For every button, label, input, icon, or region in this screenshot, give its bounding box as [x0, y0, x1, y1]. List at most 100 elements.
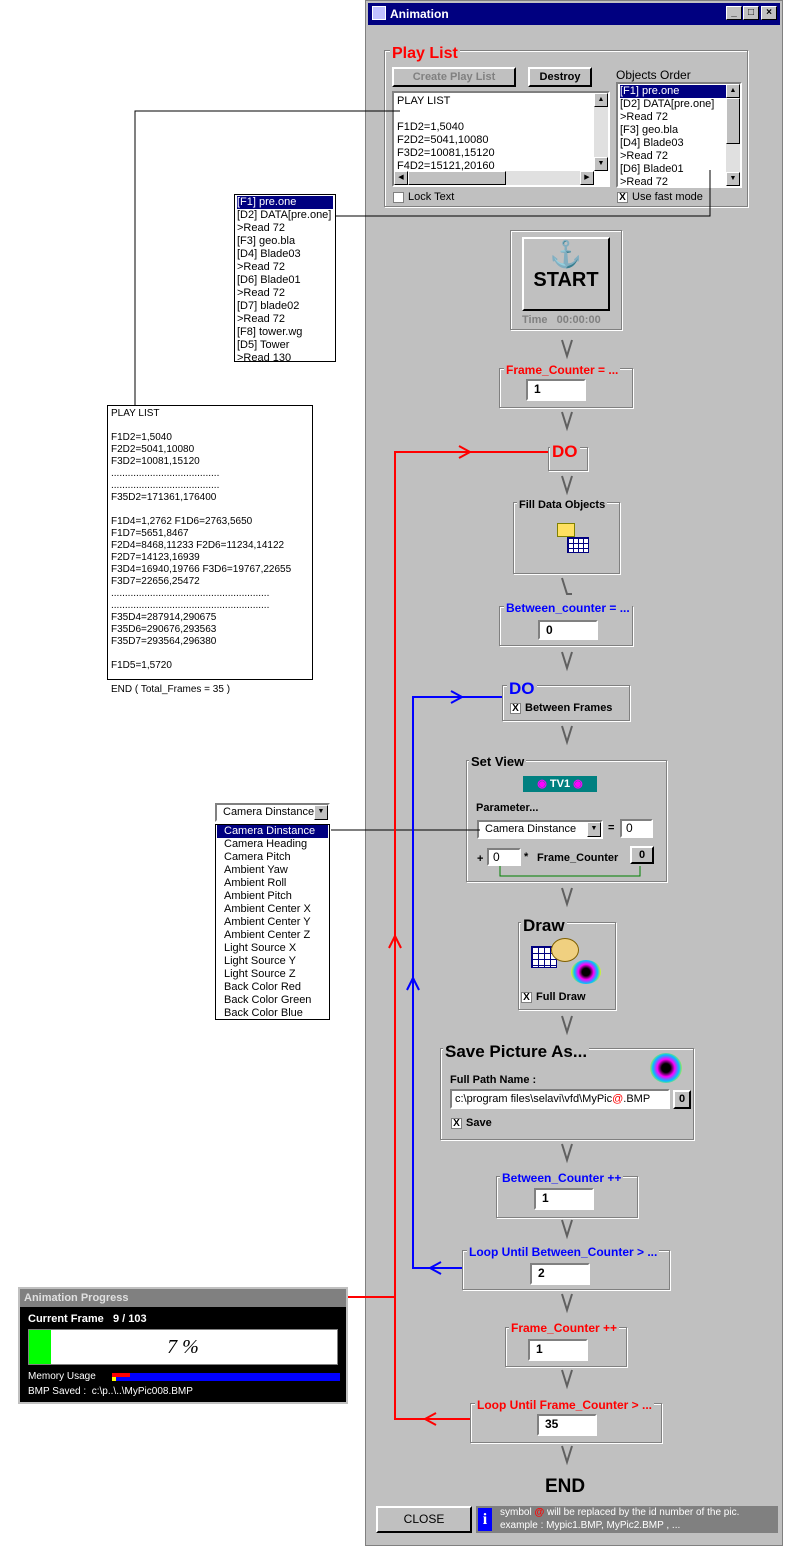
multiplier-input[interactable]: 0 [487, 848, 521, 866]
popup-object-item[interactable]: [D2] DATA[pre.one] [237, 209, 332, 221]
chevron-down-icon[interactable]: ▼ [587, 822, 601, 837]
full-path-label: Full Path Name : [450, 1074, 537, 1086]
minimize-button[interactable]: _ [726, 6, 742, 20]
popup-object-item[interactable]: >Read 72 [237, 287, 286, 299]
object-item[interactable]: >Read 72 [620, 176, 669, 188]
playlist-vscroll[interactable] [594, 93, 608, 171]
popup-object-item[interactable]: [F3] geo.bla [237, 235, 296, 247]
object-item[interactable]: [F3] geo.bla [620, 124, 679, 136]
param-option-item[interactable]: Back Color Blue [224, 1007, 303, 1019]
info-suffix: will be replaced by the id number of the… [547, 1507, 740, 1518]
popup-object-item[interactable]: >Read 72 [237, 261, 286, 273]
create-playlist-button[interactable]: Create Play List [392, 67, 516, 87]
checkbox-checked[interactable]: X [617, 191, 628, 203]
close-button[interactable]: CLOSE [376, 1506, 472, 1533]
param-dropdown-select[interactable]: Camera Dinstance▼ [215, 803, 330, 822]
param-option-item[interactable]: Camera Pitch [224, 851, 291, 863]
scroll-up-icon[interactable]: ▲ [594, 93, 608, 107]
maximize-button[interactable]: □ [743, 6, 759, 20]
param-option-item[interactable]: Light Source X [224, 942, 297, 954]
info-line-2: example : Mypic1.BMP, MyPic2.BMP , ... [500, 1520, 681, 1531]
memory-usage-marker [112, 1377, 116, 1381]
objects-order-label: Objects Order [616, 68, 691, 82]
scroll-down-icon[interactable]: ▼ [594, 157, 608, 171]
object-item[interactable]: [D2] DATA[pre.one] [620, 98, 715, 110]
scroll-left-icon[interactable]: ◀ [394, 171, 408, 185]
fill-data-label: Fill Data Objects [517, 499, 608, 511]
param-option-item[interactable]: Back Color Green [224, 994, 312, 1006]
between-counter-init-input[interactable]: 0 [538, 620, 598, 640]
param-option-item[interactable]: Back Color Red [224, 981, 302, 993]
vscroll-thumb[interactable] [726, 98, 740, 144]
path-suffix: .BMP [623, 1093, 651, 1105]
lock-text-checkbox[interactable]: Lock Text [393, 191, 454, 203]
info-line-1: symbol @ will be replaced by the id numb… [500, 1507, 739, 1518]
popup-object-item[interactable]: [D7] blade02 [237, 300, 300, 312]
param-option-item[interactable]: Camera Dinstance [217, 825, 328, 838]
popup-object-item[interactable]: >Read 72 [237, 222, 286, 234]
param-option-item[interactable]: Ambient Center Y [224, 916, 311, 928]
checkbox-checked[interactable]: X [510, 702, 521, 714]
frame-counter-ref-button[interactable]: 0 [630, 846, 654, 864]
start-button[interactable]: ⚓ START [522, 237, 610, 311]
playlist-textarea[interactable]: PLAY LIST F1D2=1,5040 F2D2=5041,10080 F3… [392, 91, 610, 187]
chevron-down-icon[interactable]: ▼ [314, 805, 328, 820]
bmp-saved-display: BMP Saved : c:\p..\..\MyPic008.BMP [28, 1386, 193, 1397]
frame-inc-input[interactable]: 1 [528, 1339, 588, 1361]
parameter-value-input[interactable]: 0 [620, 819, 653, 838]
param-option-item[interactable]: Ambient Center X [224, 903, 311, 915]
object-item[interactable]: >Read 72 [620, 150, 669, 162]
object-item[interactable]: >Read 72 [620, 111, 669, 123]
popup-object-item[interactable]: [D5] Tower [237, 339, 290, 351]
plus-sign: + [477, 853, 484, 865]
checkbox-checked[interactable]: X [451, 1117, 462, 1129]
lock-text-label: Lock Text [408, 191, 455, 203]
popup-object-item-selected[interactable]: [F1] pre.one [237, 196, 333, 209]
checkbox-box[interactable] [393, 191, 404, 203]
param-option-item[interactable]: Light Source Y [224, 955, 296, 967]
full-path-input[interactable]: c:\program files\selavi\vfd\MyPic@.BMP [450, 1089, 670, 1109]
loop-frame-label: Loop Until Frame_Counter > ... [475, 1398, 655, 1412]
popup-object-item[interactable]: >Read 130 [237, 352, 292, 364]
param-option-item[interactable]: Ambient Pitch [224, 890, 292, 902]
object-item-selected[interactable]: [F1] pre.one [620, 85, 738, 98]
title-bar: Animation _ □ × [368, 3, 780, 25]
memory-usage-bar [112, 1373, 340, 1381]
loop-frame-input[interactable]: 35 [537, 1414, 597, 1436]
draw-button[interactable] [531, 938, 605, 986]
loop-between-input[interactable]: 2 [530, 1263, 590, 1285]
path-browse-button[interactable]: 0 [673, 1090, 691, 1109]
popup-object-item[interactable]: [D4] Blade03 [237, 248, 301, 260]
objects-order-list[interactable]: [F1] pre.one [D2] DATA[pre.one] >Read 72… [616, 82, 742, 188]
destroy-button[interactable]: Destroy [528, 67, 592, 87]
start-label: START [533, 269, 599, 291]
param-option-item[interactable]: Light Source Z [224, 968, 296, 980]
scroll-right-icon[interactable]: ▶ [580, 171, 594, 185]
between-inc-input[interactable]: 1 [534, 1188, 594, 1210]
info-panel: i symbol @ will be replaced by the id nu… [476, 1506, 778, 1533]
param-option-item[interactable]: Ambient Center Z [224, 929, 311, 941]
frame-counter-init-input[interactable]: 1 [526, 379, 586, 401]
popup-object-item[interactable]: [F8] tower.wg [237, 326, 303, 338]
object-item[interactable]: [D4] Blade03 [620, 137, 684, 149]
path-at-symbol: @ [612, 1093, 624, 1105]
param-option-item[interactable]: Ambient Yaw [224, 864, 288, 876]
parameter-select[interactable]: Camera Dinstance▼ [477, 820, 603, 839]
object-item[interactable]: [D6] Blade01 [620, 163, 684, 175]
checkbox-checked[interactable]: X [521, 991, 532, 1003]
popup-object-item[interactable]: >Read 72 [237, 313, 286, 325]
close-window-button[interactable]: × [761, 6, 777, 20]
popup-object-item[interactable]: [D6] Blade01 [237, 274, 301, 286]
param-option-item[interactable]: Camera Heading [224, 838, 308, 850]
scroll-down-icon[interactable]: ▼ [726, 172, 740, 186]
fill-data-button[interactable] [555, 521, 589, 555]
scroll-up-icon[interactable]: ▲ [726, 84, 740, 98]
hscroll-thumb[interactable] [408, 171, 506, 185]
param-option-item[interactable]: Ambient Roll [224, 877, 287, 889]
view-selector-button[interactable]: ◉ TV1 ◉ [523, 776, 597, 792]
